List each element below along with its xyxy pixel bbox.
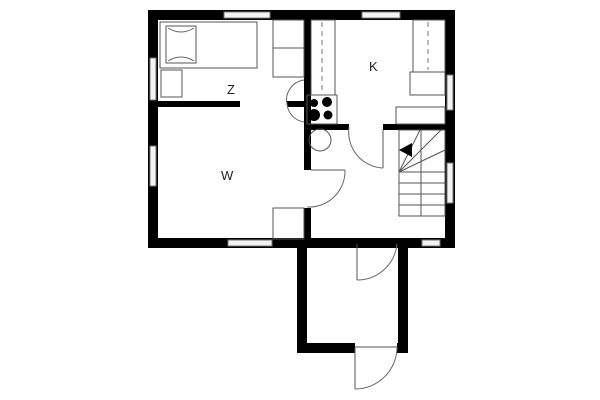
stair-direction-arrow-icon [399, 143, 412, 157]
windows [149, 11, 454, 247]
burner-icon [310, 99, 318, 107]
door-swing [286, 79, 305, 105]
window [149, 57, 157, 101]
room-label-w: W [221, 168, 234, 183]
burner-icon [322, 97, 332, 107]
doors [286, 79, 398, 390]
room-label-z: Z [227, 82, 235, 97]
kitchen-counter-left [310, 19, 336, 96]
door-swing [356, 243, 398, 281]
room-label-k: K [369, 59, 378, 74]
door-swing [354, 346, 398, 390]
pillow-icon [165, 25, 197, 64]
window [361, 11, 401, 19]
bed [159, 21, 258, 69]
door-swing [286, 103, 305, 123]
door-swing [348, 126, 384, 169]
door-swing [306, 169, 346, 208]
burner-icon [323, 110, 333, 120]
wardrobe [272, 19, 305, 78]
kitchen-counter-right [395, 19, 446, 125]
stove [306, 94, 338, 125]
window [223, 11, 271, 19]
staircase [398, 129, 446, 217]
window [446, 74, 454, 111]
window [421, 239, 441, 247]
walls [148, 10, 455, 353]
washbasin-icon [308, 128, 332, 152]
nightstand [160, 69, 183, 98]
window [446, 162, 454, 204]
burner-icon [308, 109, 320, 121]
window [227, 239, 273, 247]
window [149, 145, 157, 187]
closet [272, 207, 305, 240]
